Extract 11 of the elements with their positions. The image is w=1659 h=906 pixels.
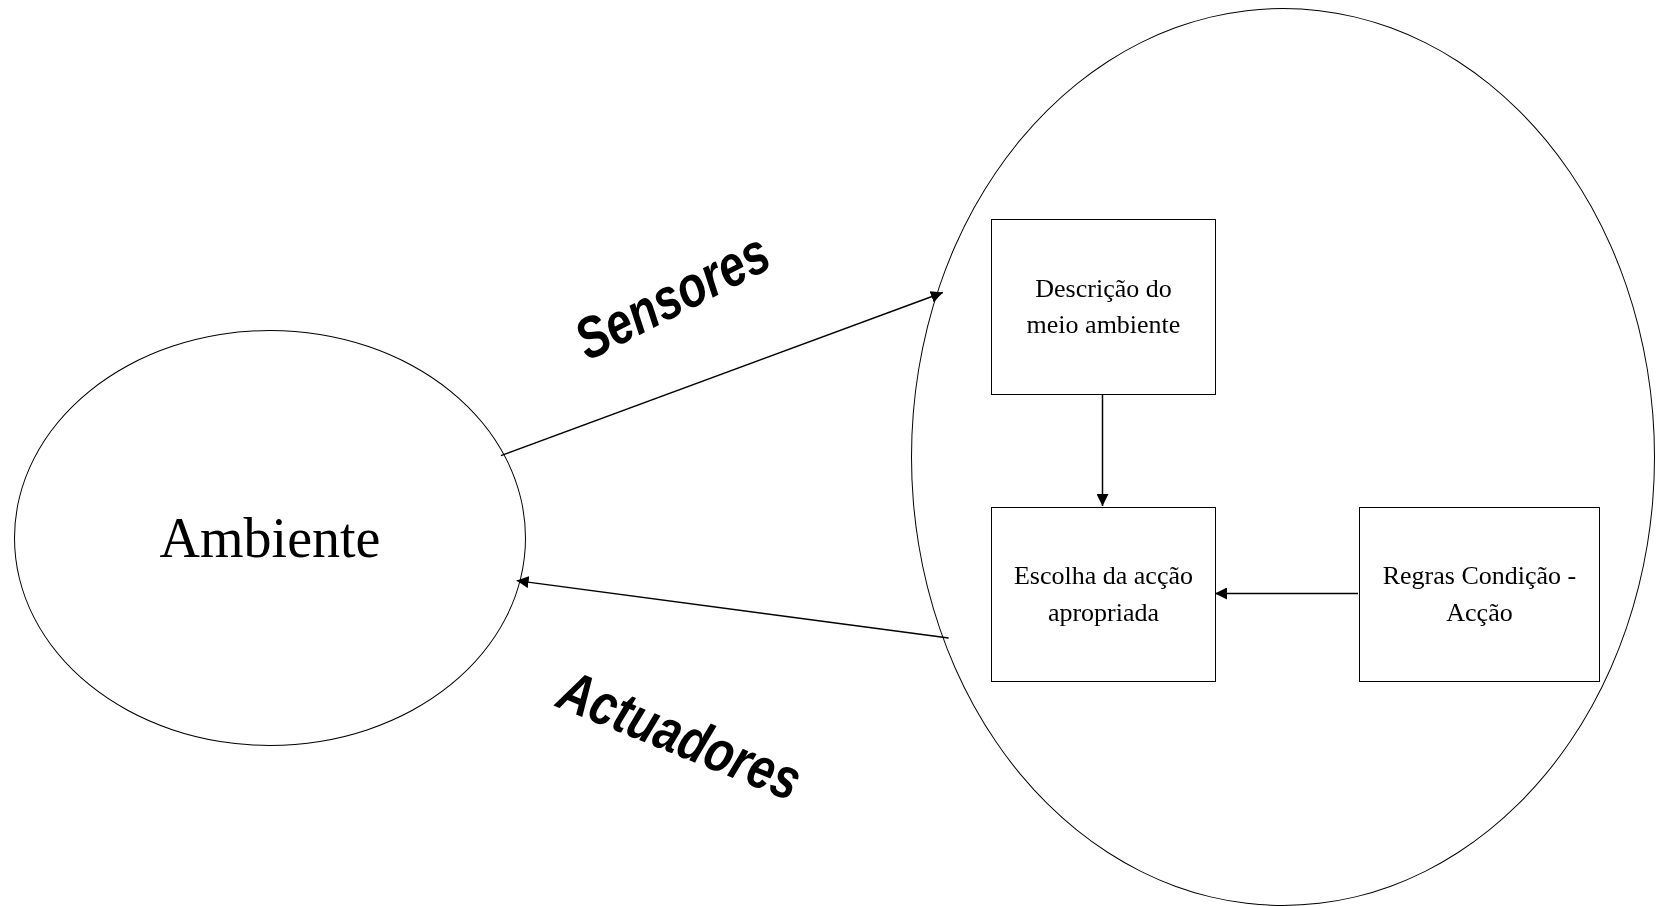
arrow bbox=[515, 576, 950, 639]
arrow bbox=[1214, 587, 1359, 600]
node-label: Descrição do meio ambiente bbox=[1025, 272, 1182, 341]
process-box bbox=[1359, 507, 1600, 682]
node-label: Ambiente bbox=[158, 505, 382, 571]
node-label: Escolha da acção apropriada bbox=[1013, 560, 1194, 629]
arrow bbox=[1096, 393, 1109, 507]
node-label: Regras Condição - Acção bbox=[1381, 560, 1578, 629]
process-box bbox=[991, 507, 1216, 682]
arrow bbox=[500, 291, 944, 457]
process-box bbox=[991, 219, 1216, 395]
